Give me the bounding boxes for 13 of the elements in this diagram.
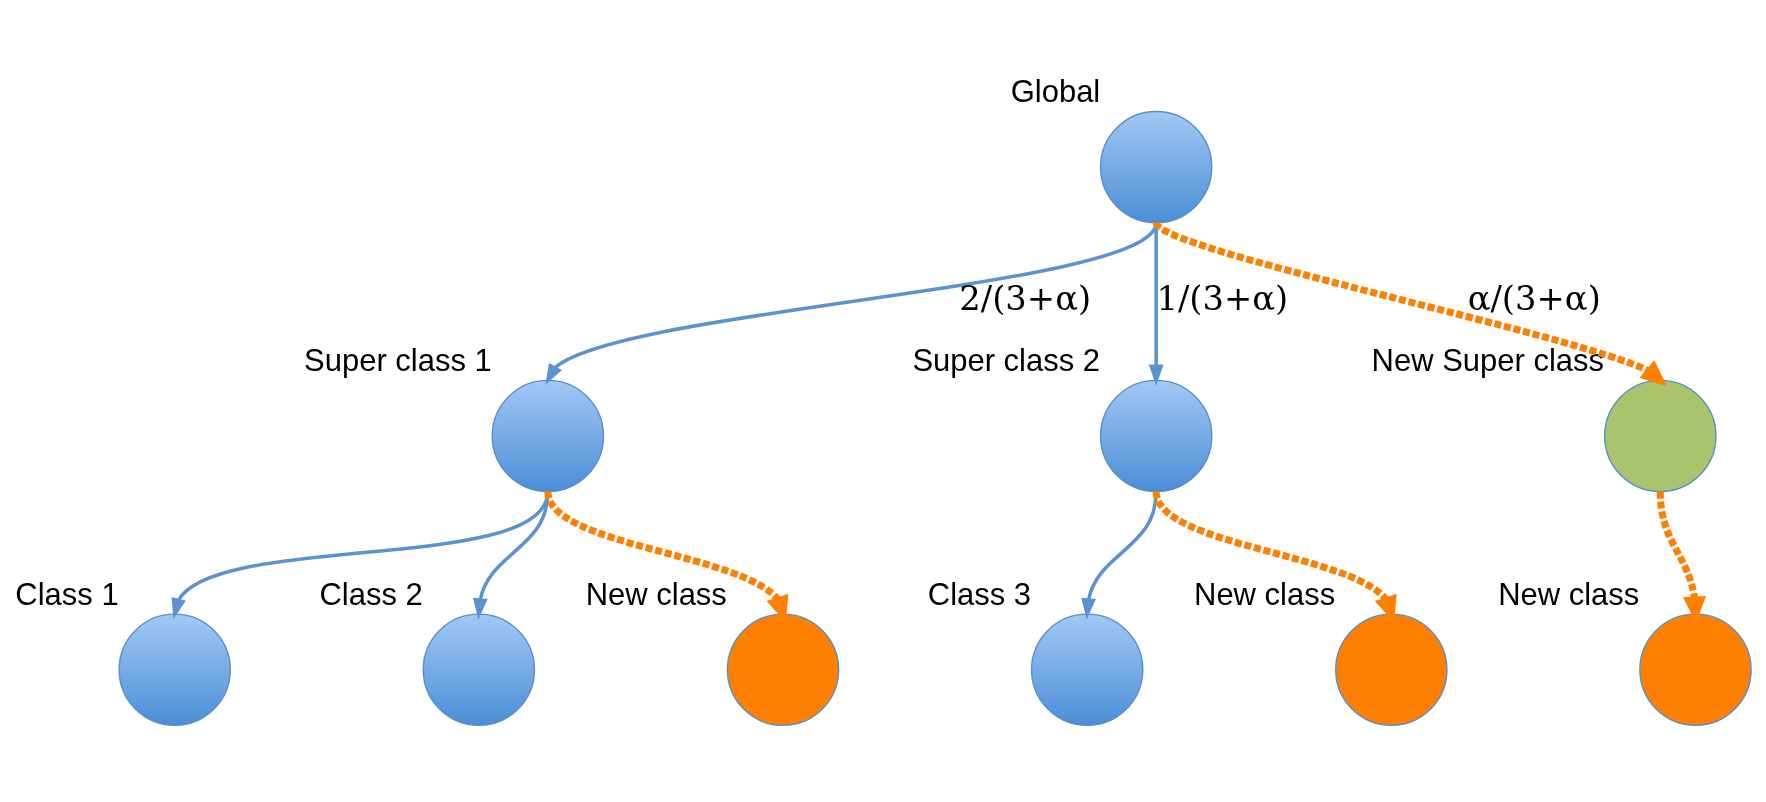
node-label: Super class 1	[304, 342, 492, 378]
node-label: Class 1	[15, 576, 119, 612]
node-label: Class 2	[319, 576, 423, 612]
edge-label: α/(3+α)	[1467, 278, 1601, 318]
edge-label: 1/(3+α)	[1156, 278, 1289, 318]
edge-label: 2/(3+α)	[959, 278, 1092, 318]
node-label: Class 3	[927, 576, 1032, 612]
node-label: Global	[1010, 73, 1101, 109]
node-label: New class	[1194, 576, 1336, 612]
node-label: Super class 2	[912, 342, 1101, 378]
node-label: New class	[1498, 576, 1640, 612]
node-label: New class	[585, 576, 727, 612]
node-label: New Super class	[1371, 342, 1604, 378]
